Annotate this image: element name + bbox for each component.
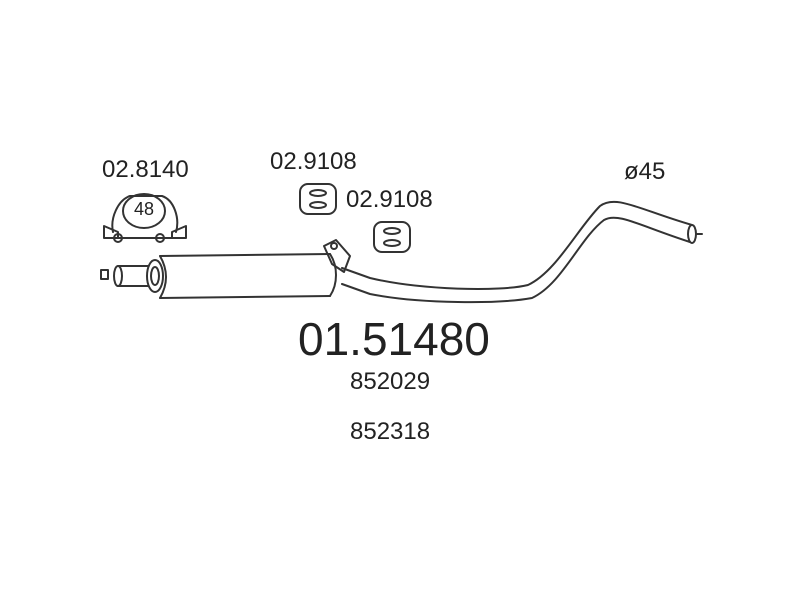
hanger-1-part-number: 02.9108: [270, 148, 357, 175]
clamp-icon: [103, 193, 187, 243]
pipe-diameter-label: ø45: [624, 158, 666, 185]
inlet-pipe-end: [100, 259, 164, 293]
silencer-bracket: [323, 239, 351, 273]
oe-number-1: 852029: [350, 368, 431, 395]
hanger-2-part-number: 02.9108: [346, 186, 433, 213]
clamp-size-label: 48: [134, 199, 155, 219]
rubber-hanger-icon: [373, 221, 411, 253]
rubber-hanger-icon: [299, 183, 337, 215]
oe-number-2: 852318: [350, 418, 431, 445]
clamp-part-number: 02.8140: [102, 156, 189, 183]
outlet-pipe: [341, 200, 703, 304]
silencer-body: [159, 253, 337, 299]
main-part-number: 01.51480: [298, 313, 490, 365]
